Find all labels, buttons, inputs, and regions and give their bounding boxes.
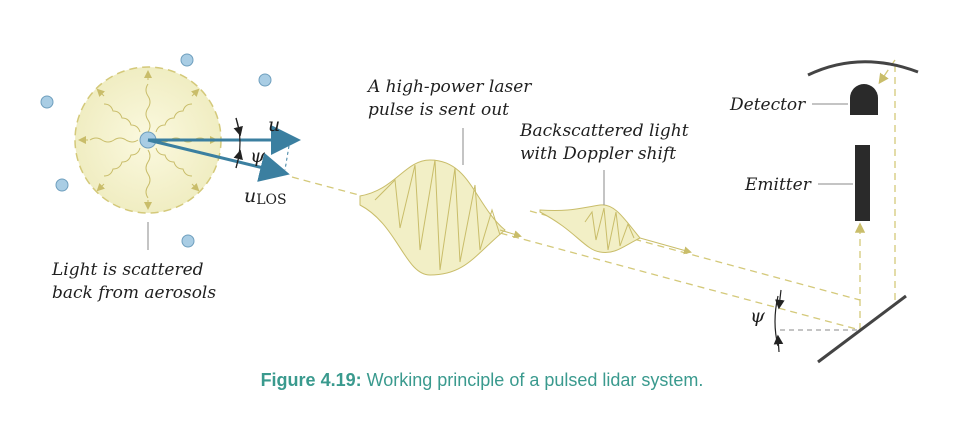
figure-number: Figure 4.19: — [260, 370, 362, 390]
steering-mirror — [817, 294, 907, 364]
figure-caption-text: Working principle of a pulsed lidar syst… — [361, 370, 704, 390]
backscatter-label-line2: with Doppler shift — [520, 144, 676, 164]
laser-pulse-label-line2: pulse is sent out — [368, 100, 509, 120]
los-velocity-vector — [147, 138, 290, 182]
velocity-vectors — [147, 117, 301, 182]
angle-symbol: ψ — [250, 145, 266, 167]
aerosol-particle — [180, 53, 194, 67]
velocity-symbol: u — [268, 114, 280, 136]
detector-body — [850, 84, 878, 115]
aerosol-particle — [181, 234, 195, 248]
emitter-label: Emitter — [744, 175, 812, 195]
backscatter-label-line1: Backscattered light — [519, 121, 689, 141]
emitter-body — [855, 145, 870, 221]
aerosol-particle — [55, 178, 69, 192]
laser-pulse — [359, 159, 522, 276]
aerosol-particle — [258, 73, 272, 87]
los-velocity-label: uLOS — [244, 185, 287, 208]
figure-caption: Figure 4.19: Working principle of a puls… — [0, 370, 964, 391]
receiver-mirror — [807, 60, 919, 77]
mirror-angle-symbol: ψ — [750, 305, 766, 327]
lidar-instrument — [773, 60, 919, 364]
aerosol-particles — [40, 53, 272, 248]
detector-label: Detector — [729, 95, 806, 115]
scatter-label-line1: Light is scattered — [51, 260, 204, 280]
backscattered-pulse — [539, 204, 692, 255]
scatter-label-line2: back from aerosols — [52, 283, 216, 303]
aerosol-particle — [40, 95, 54, 109]
return-beam — [529, 210, 861, 301]
laser-pulse-label-line1: A high-power laser — [366, 77, 532, 97]
